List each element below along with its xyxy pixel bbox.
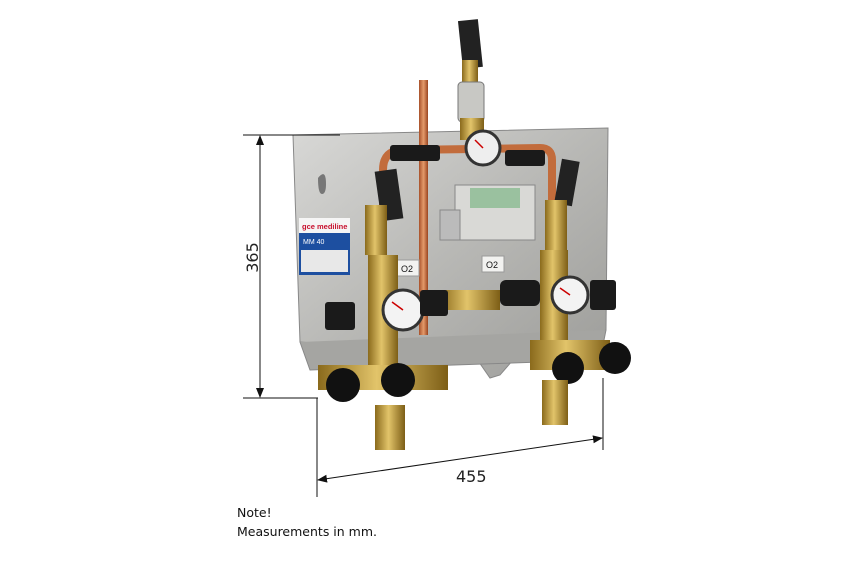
outlet-left [375,405,405,450]
gas-tag-left: O2 [401,264,413,274]
copper-pipe [419,80,428,335]
note-text: Measurements in mm. [237,524,377,539]
height-dimension [243,134,340,399]
brand-logo: gce mediline [302,222,347,231]
top-ball-valve [457,19,485,140]
junction-box [439,184,536,241]
note-title: Note! [237,505,272,520]
valve-knobs [326,342,631,402]
outlet-right [542,380,568,425]
model-name: MM 40 [303,239,325,246]
gas-tag-right: O2 [486,260,498,270]
note: Note! Measurements in mm. [237,503,377,541]
height-dimension-label: 365 [242,242,262,273]
keyhole-icon [318,174,326,194]
width-dimension-label: 455 [456,467,487,486]
product-label: gce mediline MM 40 [299,218,350,275]
width-dimension [316,378,604,497]
solenoid [390,145,440,161]
